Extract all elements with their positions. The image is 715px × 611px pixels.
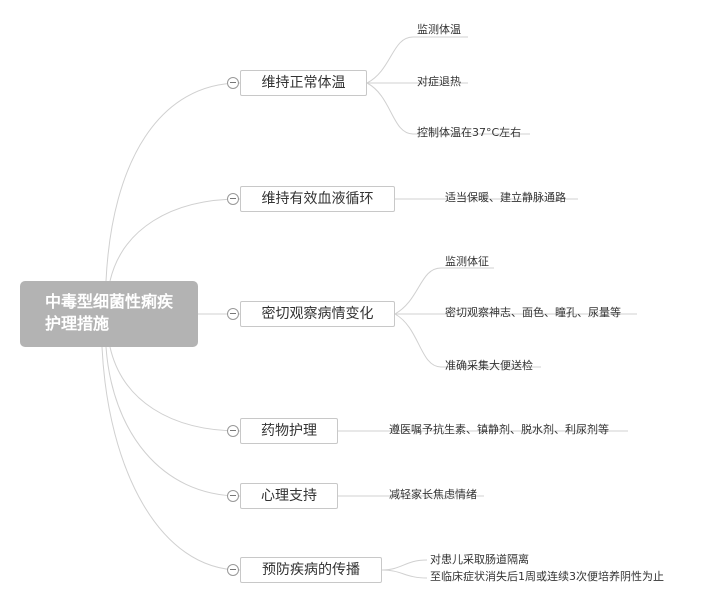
connector-b3-leaf-1	[394, 267, 494, 315]
connector-b3-leaf-3	[394, 313, 541, 368]
branch-node-maintain-temperature[interactable]: 维持正常体温	[240, 70, 367, 96]
leaf-isolation-line1: 对患儿采取肠道隔离	[430, 553, 529, 566]
connector-root-branch-5	[105, 346, 241, 497]
branch-node-observe-condition[interactable]: 密切观察病情变化	[240, 301, 395, 327]
leaf-monitor-temperature[interactable]: 监测体温	[417, 23, 461, 36]
collapse-toggle-icon[interactable]	[227, 193, 239, 205]
connector-b6-leaf-2	[381, 569, 428, 579]
leaf-symptomatic-cooling[interactable]: 对症退热	[417, 75, 461, 88]
collapse-toggle-icon[interactable]	[227, 490, 239, 502]
branch-node-prevent-spread[interactable]: 预防疾病的传播	[240, 557, 382, 583]
connector-root-branch-1	[105, 82, 241, 282]
leaf-control-temperature[interactable]: 控制体温在37°C左右	[417, 126, 522, 139]
collapse-toggle-icon[interactable]	[227, 564, 239, 576]
branch-node-maintain-circulation[interactable]: 维持有效血液循环	[240, 186, 395, 212]
leaf-isolation-line2: 至临床症状消失后1周或连续3次便培养阴性为止	[430, 570, 664, 583]
collapse-toggle-icon[interactable]	[227, 308, 239, 320]
leaf-collect-stool-sample[interactable]: 准确采集大便送检	[445, 359, 533, 372]
leaf-monitor-vital-signs[interactable]: 监测体征	[445, 255, 489, 268]
branch-node-medication-care[interactable]: 药物护理	[240, 418, 338, 444]
connector-root-branch-6	[101, 346, 241, 571]
collapse-toggle-icon[interactable]	[227, 77, 239, 89]
leaf-observe-consciousness[interactable]: 密切观察神志、面色、瞳孔、尿量等	[445, 306, 621, 319]
leaf-reduce-parent-anxiety[interactable]: 减轻家长焦虑情绪	[389, 488, 477, 501]
connector-b6-leaf-1	[381, 559, 428, 571]
root-title-line2: 护理措施	[45, 314, 110, 333]
connector-root-branch-2	[109, 198, 241, 282]
leaf-intestinal-isolation[interactable]: 对患儿采取肠道隔离 至临床症状消失后1周或连续3次便培养阴性为止	[430, 551, 664, 585]
connector-root-branch-4	[109, 346, 241, 432]
connector-b1-leaf-1	[366, 36, 468, 84]
leaf-medication-orders[interactable]: 遵医嘱予抗生素、镇静剂、脱水剂、利尿剂等	[389, 423, 609, 436]
leaf-keep-warm-iv-access[interactable]: 适当保暖、建立静脉通路	[445, 191, 566, 204]
branch-node-psychological-support[interactable]: 心理支持	[240, 483, 338, 509]
connector-b1-leaf-3	[366, 82, 530, 135]
root-node[interactable]: 中毒型细菌性痢疾 护理措施	[20, 281, 198, 347]
root-title-line1: 中毒型细菌性痢疾	[45, 292, 174, 311]
collapse-toggle-icon[interactable]	[227, 425, 239, 437]
